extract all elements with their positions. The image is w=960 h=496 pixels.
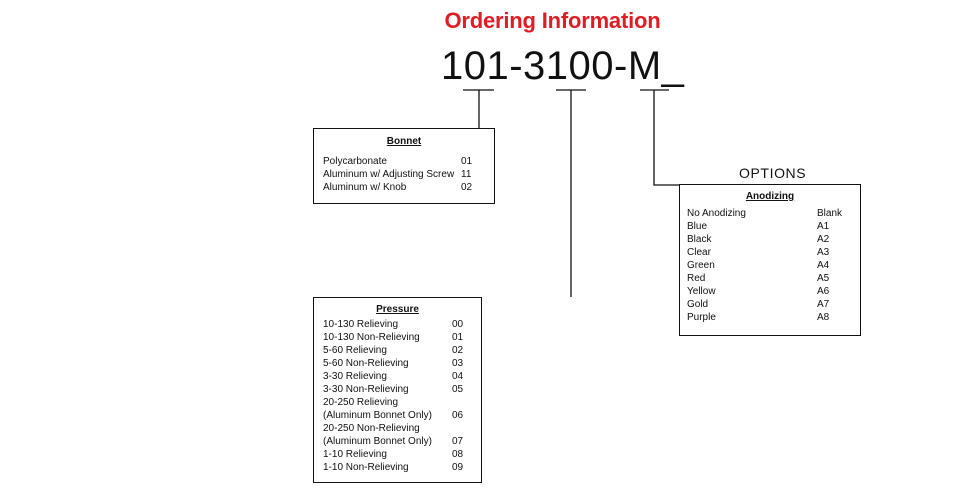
item-code: 01: [461, 156, 473, 167]
item-code: 00: [452, 319, 464, 330]
item-code: A8: [817, 312, 830, 323]
list-item: No Anodizing Blank: [687, 207, 851, 220]
pressure-connector: [556, 89, 586, 297]
item-code: 02: [461, 182, 473, 193]
list-item: Clear A3: [687, 246, 851, 259]
item-label: 3-30 Relieving: [323, 371, 387, 382]
item-label: 20-250 Relieving: [323, 397, 399, 408]
item-code: 11: [461, 169, 472, 180]
item-code: 01: [452, 332, 464, 343]
item-label: Clear: [687, 247, 711, 258]
item-label: 10-130 Relieving: [323, 319, 399, 330]
item-code: A6: [817, 286, 830, 297]
list-item: (Aluminum Bonnet Only) 06: [323, 409, 472, 422]
item-label: Gold: [687, 299, 709, 310]
item-label: 5-60 Relieving: [323, 345, 387, 356]
item-code: A5: [817, 273, 830, 284]
list-item: Red A5: [687, 272, 851, 285]
item-code: 08: [452, 449, 464, 460]
list-item: Aluminum w/ Adjusting Screw 11: [323, 168, 485, 181]
item-label: (Aluminum Bonnet Only): [323, 410, 432, 421]
item-label: Yellow: [687, 286, 716, 297]
part-number: 101-3100-M_: [441, 44, 685, 88]
list-item: 3-30 Non-Relieving 05: [323, 383, 472, 396]
item-code: 02: [452, 345, 464, 356]
item-label: 20-250 Non-Relieving: [323, 423, 420, 434]
list-item: Purple A8: [687, 311, 851, 324]
item-code: A3: [817, 247, 830, 258]
list-item: 1-10 Relieving 08: [323, 448, 472, 461]
item-code: 05: [452, 384, 464, 395]
item-label: Blue: [687, 221, 708, 232]
item-code: 03: [452, 358, 464, 369]
item-code: A4: [817, 260, 830, 271]
item-label: Aluminum w/ Adjusting Screw: [323, 169, 455, 180]
options-connector: [640, 89, 681, 186]
item-label: No Anodizing: [687, 208, 746, 219]
item-label: Black: [687, 234, 712, 245]
item-code: 04: [452, 371, 464, 382]
options-label: OPTIONS: [739, 165, 807, 181]
bonnet-connector: [463, 89, 494, 128]
list-item: Blue A1: [687, 220, 851, 233]
item-label: 1-10 Non-Relieving: [323, 462, 409, 473]
item-code: A7: [817, 299, 830, 310]
list-item: Gold A7: [687, 298, 851, 311]
list-item: 10-130 Non-Relieving 01: [323, 331, 472, 344]
item-label: Polycarbonate: [323, 156, 387, 167]
item-label: 5-60 Non-Relieving: [323, 358, 409, 369]
list-item: 20-250 Non-Relieving: [323, 422, 472, 435]
ordering-title: Ordering Information: [444, 8, 661, 33]
list-item: Aluminum w/ Knob 02: [323, 181, 485, 194]
item-label: Green: [687, 260, 715, 271]
item-label: Aluminum w/ Knob: [323, 182, 407, 193]
list-item: 10-130 Relieving 00: [323, 318, 472, 331]
item-label: 1-10 Relieving: [323, 449, 387, 460]
item-label: (Aluminum Bonnet Only): [323, 436, 432, 447]
bonnet-title: Bonnet: [386, 136, 422, 147]
item-code: A1: [817, 221, 830, 232]
list-item: Black A2: [687, 233, 851, 246]
pressure-title: Pressure: [376, 304, 419, 315]
item-code: [452, 422, 472, 435]
item-code: 07: [452, 436, 464, 447]
item-code: [452, 396, 472, 409]
item-code: 09: [452, 462, 464, 473]
list-item: Green A4: [687, 259, 851, 272]
list-item: 20-250 Relieving: [323, 396, 472, 409]
list-item: 3-30 Relieving 04: [323, 370, 472, 383]
item-code: A2: [817, 234, 830, 245]
item-label: Purple: [687, 312, 716, 323]
list-item: 5-60 Non-Relieving 03: [323, 357, 472, 370]
item-label: 3-30 Non-Relieving: [323, 384, 409, 395]
anodizing-title: Anodizing: [745, 191, 795, 202]
list-item: 1-10 Non-Relieving 09: [323, 461, 472, 474]
item-label: Red: [687, 273, 706, 284]
item-code: Blank: [817, 208, 843, 219]
list-item: 5-60 Relieving 02: [323, 344, 472, 357]
item-code: 06: [452, 410, 464, 421]
item-label: 10-130 Non-Relieving: [323, 332, 420, 343]
list-item: Polycarbonate 01: [323, 155, 485, 168]
list-item: (Aluminum Bonnet Only) 07: [323, 435, 472, 448]
list-item: Yellow A6: [687, 285, 851, 298]
